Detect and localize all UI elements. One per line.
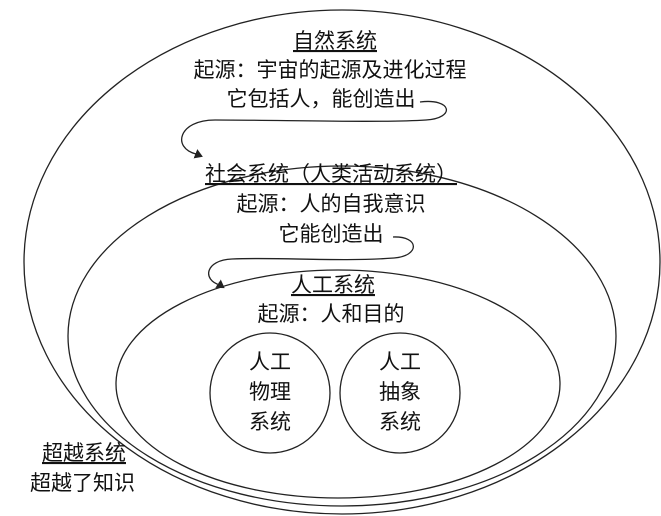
abstract-system-line-2: 抽象 (379, 380, 421, 404)
physical-system-line-2: 物理 (249, 380, 291, 404)
artificial-system-title: 人工系统 (291, 273, 375, 297)
artificial-system-origin: 起源：人和目的 (258, 302, 405, 326)
natural-system-origin: 起源：宇宙的起源及进化过程 (194, 58, 467, 82)
abstract-system-circle (339, 332, 461, 454)
abstract-system-line-1: 人工 (379, 350, 421, 374)
natural-system-ellipse (23, 9, 661, 515)
transcendent-system-desc: 超越了知识 (30, 471, 135, 495)
social-system-creates: 它能创造出 (279, 222, 384, 246)
artificial-system-ellipse (115, 269, 561, 499)
physical-system-circle (209, 332, 331, 454)
transcendent-system-title: 超越系统 (42, 441, 126, 465)
natural-system-creates: 它包括人，能创造出 (227, 87, 416, 111)
physical-system-line-1: 人工 (249, 350, 291, 374)
flow-arrow-natural-to-social (181, 100, 447, 159)
social-system-origin: 起源：人的自我意识 (237, 192, 426, 216)
physical-system-line-3: 系统 (249, 410, 291, 434)
abstract-system-line-3: 系统 (379, 410, 421, 434)
flow-arrow-social-to-artificial (208, 236, 414, 289)
social-system-ellipse (67, 165, 617, 507)
social-system-title: 社会系统（人类活动系统） (205, 162, 457, 186)
natural-system-title: 自然系统 (293, 29, 377, 53)
